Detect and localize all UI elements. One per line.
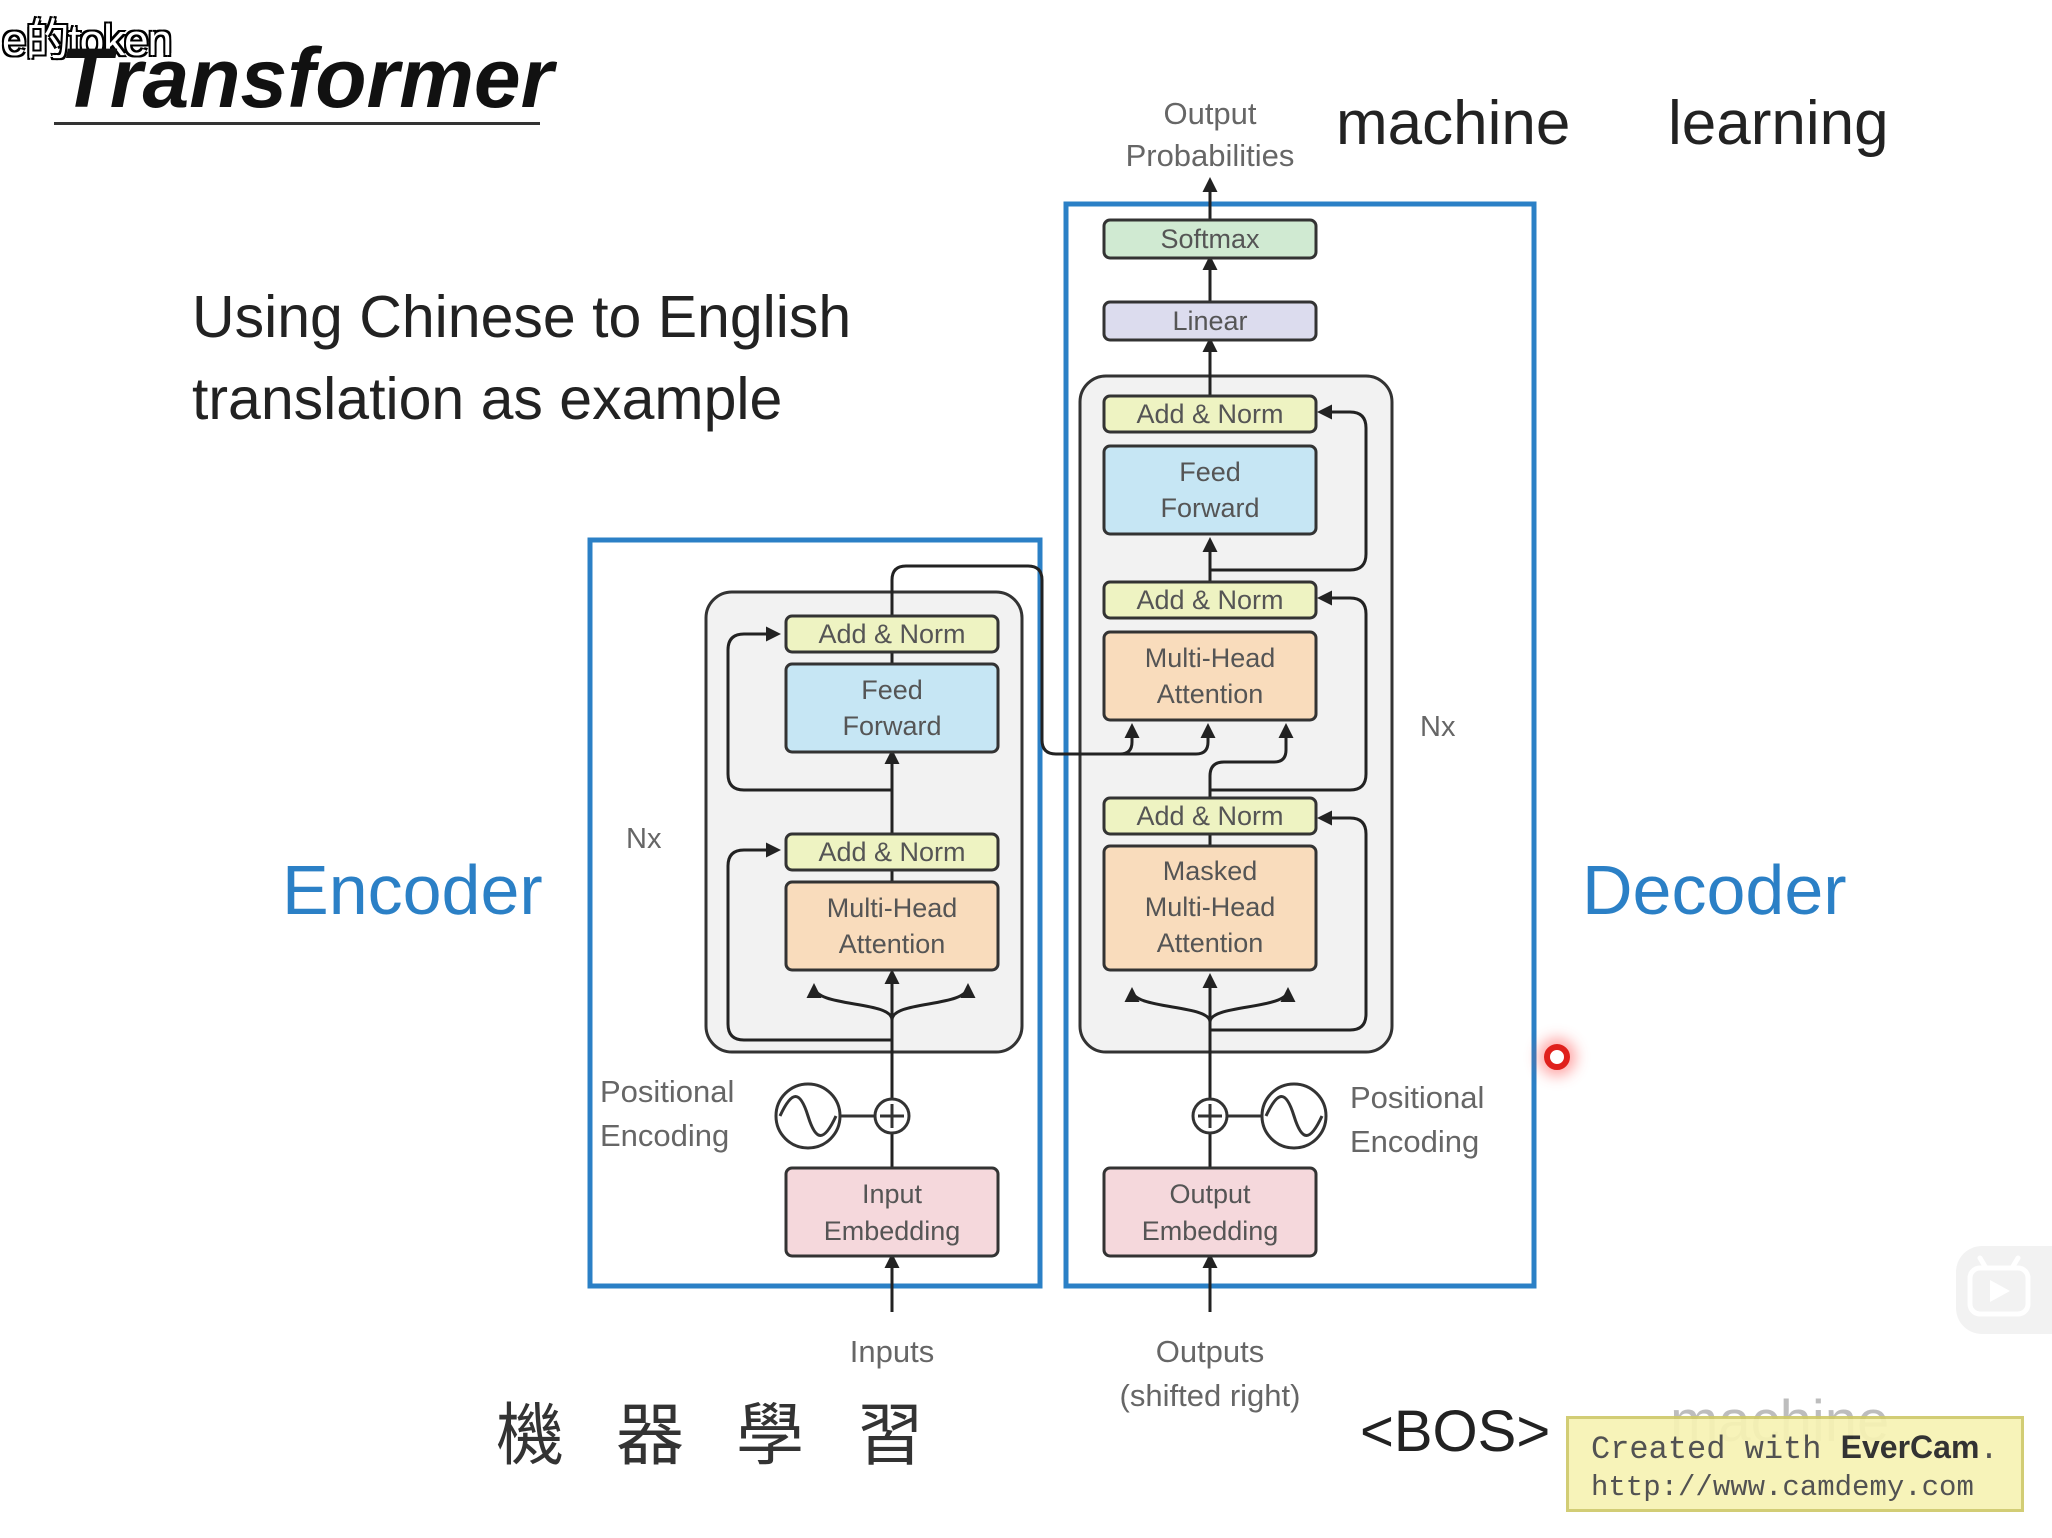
play-button[interactable] <box>1956 1246 2052 1334</box>
attn-branch <box>806 983 894 1021</box>
input-char: 學 <box>736 1398 811 1474</box>
decoder-add-norm-middle: Add & Norm <box>1102 580 1318 620</box>
corner-tag: e的token <box>2 16 172 65</box>
svg-text:Input: Input <box>862 1179 923 1209</box>
encoder-add-norm-top: Add & Norm <box>784 614 1000 654</box>
encoder-positional-encoding-label: Positional <box>600 1074 734 1109</box>
decoder-feed-forward: Feed Forward <box>1102 444 1318 536</box>
svg-text:Feed: Feed <box>1179 457 1241 487</box>
encoder-positional-encoding-icon <box>774 1082 874 1150</box>
decoder-multi-head-attention: Multi-Head Attention <box>1102 630 1318 722</box>
decoder-positional-encoding-label: Encoding <box>1350 1124 1479 1159</box>
output-probabilities-label: Probabilities <box>1126 138 1295 173</box>
svg-text:Attention: Attention <box>1157 928 1264 958</box>
svg-text:Add & Norm: Add & Norm <box>818 837 965 867</box>
output-probabilities-label: Output <box>1163 96 1256 131</box>
decoder-positional-encoding-label: Positional <box>1350 1080 1484 1115</box>
play-icon <box>1967 1255 2031 1317</box>
encoder-nx-label: Nx <box>626 823 662 855</box>
decoder-add-icon <box>1191 1097 1229 1135</box>
decoder-positional-encoding-icon <box>1228 1082 1328 1150</box>
laser-pointer-dot <box>1544 1044 1570 1070</box>
output-word: learning <box>1668 89 1889 158</box>
title-underline <box>54 122 540 125</box>
decoder-frame <box>1063 201 1537 1289</box>
inputs-label: Inputs <box>850 1334 934 1369</box>
attn-branch <box>890 983 976 1021</box>
svg-text:Add & Norm: Add & Norm <box>1136 801 1283 831</box>
input-embedding: Input Embedding <box>784 1166 1000 1258</box>
svg-text:Attention: Attention <box>1157 679 1264 709</box>
input-char: 器 <box>616 1398 691 1474</box>
output-embedding: Output Embedding <box>1102 1166 1318 1258</box>
svg-text:Linear: Linear <box>1172 306 1247 336</box>
encoder-add-icon <box>873 1097 911 1135</box>
decoder-label: Decoder <box>1582 851 1847 929</box>
encoder-label: Encoder <box>282 851 543 929</box>
input-char: 習 <box>856 1398 931 1474</box>
output-word: machine <box>1336 89 1571 158</box>
svg-text:Output: Output <box>1169 1179 1251 1209</box>
input-char: 機 <box>496 1398 571 1474</box>
input-characters: 機器學習 <box>496 1380 976 1479</box>
residual <box>1210 404 1368 572</box>
subtitle-line: Using Chinese to English <box>192 284 852 350</box>
svg-text:Add & Norm: Add & Norm <box>1136 585 1283 615</box>
encoder-multi-head-attention: Multi-Head Attention <box>784 880 1000 972</box>
softmax-block: Softmax <box>1102 218 1318 260</box>
svg-text:Softmax: Softmax <box>1160 224 1260 254</box>
evercam-watermark: Created with EverCam. http://www.camdemy… <box>1566 1416 2024 1512</box>
watermark-line: Created with EverCam. <box>1591 1429 1999 1468</box>
outputs-label: Outputs <box>1156 1334 1265 1369</box>
svg-text:Multi-Head: Multi-Head <box>1145 643 1276 673</box>
subtitle-line: translation as example <box>192 366 783 432</box>
svg-text:Forward: Forward <box>842 711 941 741</box>
attn-branch <box>1208 987 1296 1023</box>
decoder-add-norm-top: Add & Norm <box>1102 394 1318 434</box>
residual <box>1210 590 1368 792</box>
outputs-label: (shifted right) <box>1120 1378 1301 1413</box>
svg-text:Embedding: Embedding <box>824 1216 961 1246</box>
residual <box>726 842 892 1042</box>
svg-text:Multi-Head: Multi-Head <box>1145 892 1276 922</box>
watermark-prefix: Created with <box>1591 1431 1841 1468</box>
svg-text:Attention: Attention <box>839 929 946 959</box>
bos-token: <BOS> <box>1360 1399 1551 1464</box>
attn-branch <box>1124 987 1212 1023</box>
svg-text:Add & Norm: Add & Norm <box>1136 399 1283 429</box>
svg-text:Masked: Masked <box>1163 856 1258 886</box>
svg-text:Multi-Head: Multi-Head <box>827 893 958 923</box>
svg-text:Forward: Forward <box>1160 493 1259 523</box>
encoder-output-line <box>1120 723 1216 756</box>
decoder-masked-multi-head-attention: Masked Multi-Head Attention <box>1102 844 1318 972</box>
residual <box>1210 810 1368 1032</box>
encoder-layer-stack <box>704 590 1024 1054</box>
slide-title: Transformer <box>60 31 554 125</box>
svg-text:Embedding: Embedding <box>1142 1216 1279 1246</box>
watermark-url: http://www.camdemy.com <box>1591 1471 1974 1504</box>
watermark-brand: EverCam <box>1840 1429 1980 1465</box>
svg-text:Feed: Feed <box>861 675 923 705</box>
encoder-positional-encoding-label: Encoding <box>600 1118 729 1153</box>
linear-block: Linear <box>1102 300 1318 342</box>
decoder-add-norm-bottom: Add & Norm <box>1102 796 1318 836</box>
svg-text:Add & Norm: Add & Norm <box>818 619 965 649</box>
encoder-add-norm-bottom: Add & Norm <box>784 832 1000 872</box>
decoder-nx-label: Nx <box>1420 711 1456 743</box>
query-line <box>1208 723 1294 806</box>
residual <box>726 626 892 792</box>
encoder-feed-forward: Feed Forward <box>784 662 1000 754</box>
slide-subtitle: Using Chinese to English translation as … <box>192 276 851 440</box>
watermark-suffix: . <box>1979 1431 1999 1468</box>
encoder-frame <box>587 537 1043 1289</box>
